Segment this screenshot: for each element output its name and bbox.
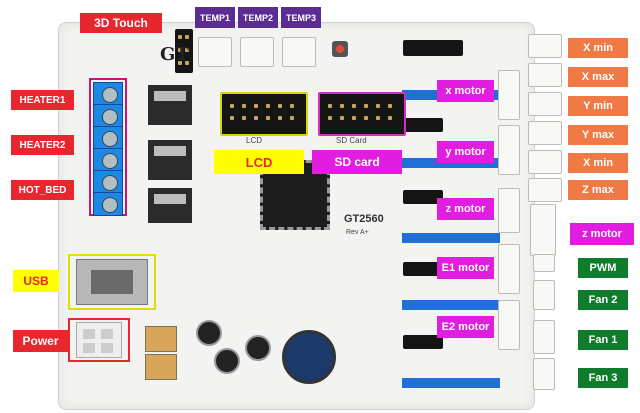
board-rev: Rev A+ <box>346 229 369 236</box>
usb-label: USB <box>13 270 59 292</box>
reset-button <box>332 41 348 57</box>
y-min-label: Y min <box>568 96 628 116</box>
sd-silkscreen: SD Card <box>336 136 367 145</box>
usb-outline <box>68 254 156 310</box>
fan2-connector <box>533 280 555 310</box>
jumper-block-e1 <box>403 262 443 276</box>
driver-header-e1 <box>402 300 500 310</box>
motor-connector-z <box>498 188 520 233</box>
heater2-terminal-a <box>93 126 123 150</box>
x-motor-label: x motor <box>437 80 494 102</box>
capacitor-1 <box>196 320 222 346</box>
hotbed-terminal-a <box>93 170 123 194</box>
motor-connector-e1 <box>498 244 520 294</box>
heater1-terminal-a <box>93 82 123 106</box>
motor-connector-e2 <box>498 300 520 350</box>
fan3-connector <box>533 358 555 390</box>
endstop-connector-6 <box>528 178 562 202</box>
mosfet-3 <box>148 188 192 223</box>
x-min-2-label: X min <box>568 153 628 173</box>
sd-header <box>318 92 406 136</box>
x-max-label: X max <box>568 67 628 87</box>
capacitor-3 <box>245 335 271 361</box>
jumper-block-x <box>403 40 463 56</box>
e2-motor-label: E2 motor <box>437 316 494 338</box>
board-name: GT2560 <box>344 213 384 225</box>
capacitor-2 <box>214 348 240 374</box>
temp2-connector <box>240 37 274 67</box>
motor-connector-y <box>498 125 520 175</box>
jumper-block-e2 <box>403 335 443 349</box>
fan2-label: Fan 2 <box>578 290 628 310</box>
z-motor-right-label: z motor <box>570 223 634 245</box>
x-min-label: X min <box>568 38 628 58</box>
inductor <box>282 330 336 384</box>
z-motor-label: z motor <box>437 198 494 220</box>
power-label: Power <box>13 330 68 352</box>
temp2-label: TEMP2 <box>238 7 278 28</box>
y-max-label: Y max <box>568 125 628 145</box>
endstop-connector-1 <box>528 34 562 58</box>
sd-card-label: SD card <box>312 150 402 174</box>
fan1-connector <box>533 320 555 354</box>
board-logo: GT <box>160 44 189 65</box>
pwm-label: PWM <box>578 258 628 278</box>
touch-label: 3D Touch <box>80 13 162 33</box>
temp3-connector <box>282 37 316 67</box>
fan1-label: Fan 1 <box>578 330 628 350</box>
fuse-2 <box>145 354 177 380</box>
heater1-terminal-b <box>93 104 123 128</box>
y-motor-label: y motor <box>437 141 494 163</box>
touch-header <box>175 29 193 73</box>
mosfet-1 <box>148 85 192 125</box>
mosfet-2 <box>148 140 192 180</box>
jumper-block-y <box>403 118 443 132</box>
fuse-1 <box>145 326 177 352</box>
endstop-connector-4 <box>528 121 562 145</box>
driver-header-e2 <box>402 378 500 388</box>
temp3-label: TEMP3 <box>281 7 321 28</box>
heater2-terminal-b <box>93 148 123 172</box>
endstop-connector-2 <box>528 63 562 87</box>
heater2-label: HEATER2 <box>11 135 74 155</box>
lcd-silkscreen: LCD <box>246 136 263 145</box>
motor-connector-z2 <box>530 204 556 256</box>
hot-bed-label: HOT_BED <box>11 180 74 200</box>
fan3-label: Fan 3 <box>578 368 628 388</box>
temp1-label: TEMP1 <box>195 7 235 28</box>
lcd-header <box>220 92 308 136</box>
e1-motor-label: E1 motor <box>437 257 494 279</box>
endstop-connector-5 <box>528 150 562 174</box>
hotbed-terminal-b <box>93 192 123 216</box>
motor-connector-x <box>498 70 520 120</box>
z-max-label: Z max <box>568 180 628 200</box>
temp1-connector <box>198 37 232 67</box>
driver-header-z <box>402 233 500 243</box>
heater1-label: HEATER1 <box>11 90 74 110</box>
driver-header-y <box>402 158 500 168</box>
power-outline <box>68 318 130 362</box>
usb-port <box>76 259 148 305</box>
pwm-connector <box>533 254 555 272</box>
endstop-connector-3 <box>528 92 562 116</box>
jumper-block-z <box>403 190 443 204</box>
power-connector <box>76 322 122 358</box>
lcd-label: LCD <box>214 150 304 174</box>
